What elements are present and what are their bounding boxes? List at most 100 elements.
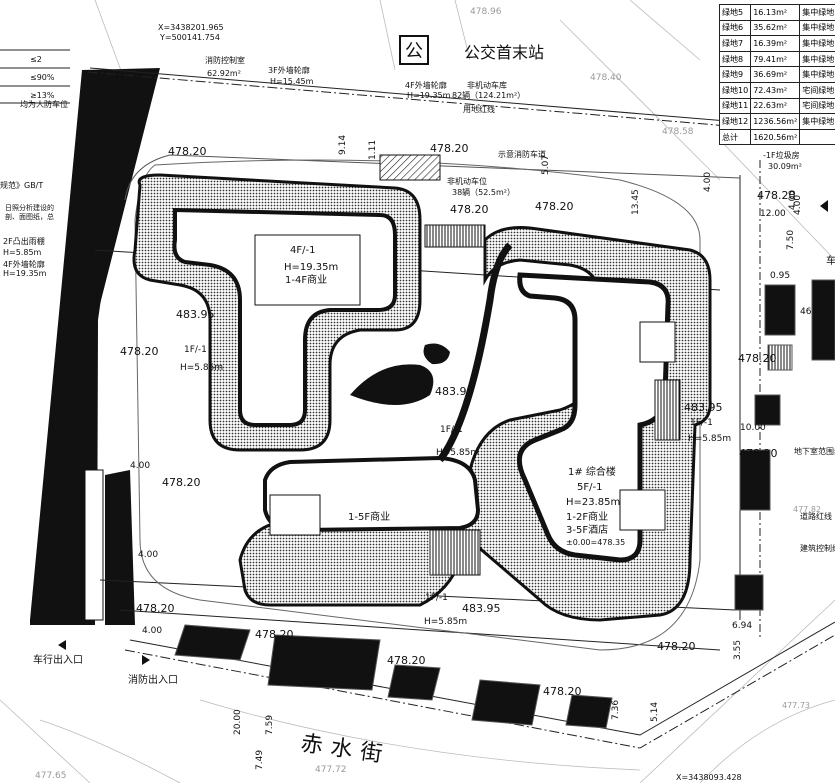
complex-height: H=23.85m [566, 497, 620, 508]
legend-type: 集中绿地 [799, 113, 835, 130]
dimension: 0.95 [770, 271, 790, 281]
coord-top-x: X=3438201.965 [158, 23, 224, 32]
b5-floors: 1F/-1 [425, 593, 448, 603]
h1935-left: H=19.35m [3, 269, 47, 278]
inner-box-b4 [639, 321, 676, 363]
land-line-label: 用地红线 [463, 104, 495, 114]
dimension: 4.00 [793, 195, 803, 215]
dimension: 7.59 [265, 715, 275, 735]
dimension: 4.00 [130, 461, 150, 471]
elevation-label: 478.20 [757, 189, 796, 202]
inner-box-b1 [254, 234, 361, 306]
legend-area: 35.62m² [750, 19, 801, 37]
legend-area: 16.39m² [750, 35, 801, 52]
legend-name: 绿地8 [718, 50, 752, 68]
inner-box-b2 [269, 494, 321, 536]
canopy-label: 2F凸出雨棚 [3, 236, 45, 246]
bus-station-icon [399, 35, 429, 65]
road-red-line-label: 道路红线 [800, 511, 832, 521]
complex-floors: 5F/-1 [577, 482, 602, 493]
b1-floors: 4F/-1 [290, 245, 315, 256]
outline4f-left-label: 4F外墙轮廓 [3, 259, 45, 269]
bus-station-icon-glyph: 公 [405, 41, 423, 62]
dimension: 7.50 [786, 230, 796, 250]
build-control-label: 建筑控制线 [800, 543, 835, 553]
b1-height: H=19.35m [284, 262, 338, 273]
street-name: 赤水街 [299, 731, 392, 768]
right-parking [734, 279, 835, 611]
fire-lane-label: 示意消防车道 [498, 149, 546, 159]
hatched-bridge-top [424, 224, 486, 248]
b3-floors: 1F/-1 [440, 425, 463, 435]
legend-type: 集中绿地 [799, 4, 835, 21]
hatched-strip-right [654, 379, 681, 441]
fire-room-label: 消防控制室 [205, 55, 245, 65]
outline3f-label: 3F外墙轮廓 [268, 65, 310, 75]
dimension: 3.55 [733, 640, 743, 660]
legend-name: 绿地9 [718, 66, 752, 83]
dimension: 9 [828, 309, 834, 319]
outline4f-label: 4F外墙轮廓 [405, 80, 447, 90]
legend-type: 宅间绿地 [799, 97, 835, 115]
basement-range-label: 地下室范围线 [794, 446, 835, 456]
dimension: 9.14 [338, 135, 348, 155]
elevation-label: 478.20 [255, 628, 294, 641]
elevation-label: 478.20 [162, 476, 201, 489]
b2-floors: 1F/-1 [184, 345, 207, 355]
terrain-level: 477.72 [315, 765, 347, 775]
dimension: 1.11 [368, 140, 378, 160]
left-note: ≥13% [30, 91, 55, 100]
dimension: 46 [800, 307, 812, 317]
legend-area: 79.41m² [750, 50, 801, 68]
terrain-level: 477.65 [35, 771, 67, 781]
dimension: 4.00 [138, 550, 158, 560]
legend-type: 集中绿地 [799, 66, 835, 83]
elevation-label: 478.20 [535, 200, 574, 213]
courtyard-island-1 [350, 364, 434, 405]
legend-name: 绿地10 [718, 81, 752, 99]
left-road-strip [30, 68, 160, 625]
legend-area: 16.13m² [750, 4, 801, 21]
legend-type [799, 128, 835, 146]
terrain-level: 478.96 [470, 7, 502, 17]
legend-name: 总计 [718, 128, 752, 146]
bike-spot-count: 38辆（52.5m²） [452, 187, 515, 197]
legend-area: 22.63m² [750, 97, 801, 115]
terrain-level: 477.73 [782, 701, 810, 710]
complex-use-2: 3-5F酒店 [566, 523, 608, 536]
legend-area: 72.43m² [750, 81, 801, 99]
bike-garage-label: 非机动车库 [467, 80, 507, 90]
dimension: 7.49 [255, 750, 265, 770]
dimension: 4.00 [142, 626, 162, 636]
bike-garage-count: 82辆（124.21m²） [452, 90, 525, 100]
dimension: 5.14 [650, 702, 660, 722]
bottom-parking [174, 624, 613, 729]
coord-top-y: Y=500141.754 [159, 33, 220, 42]
dimension: 20.00 [233, 709, 243, 735]
legend-area: 36.69m² [750, 66, 801, 83]
b4-floors: 1F/-1 [690, 418, 713, 428]
dimension: 6.94 [732, 621, 752, 631]
elevation-label: 478.20 [168, 145, 207, 158]
legend-name: 绿地12 [718, 113, 752, 130]
dimension: 13.45 [631, 189, 641, 215]
terrain-level: 477.82 [793, 505, 821, 514]
platform-level: 483.95 [176, 308, 215, 321]
bike-spot-label: 非机动车位 [447, 176, 487, 186]
legend-type: 集中绿地 [799, 19, 835, 37]
legend-area: 1620.56m² [750, 128, 801, 146]
legend-type: 宅间绿地 [799, 81, 835, 99]
inner-box-b3 [619, 489, 666, 531]
coord-bottom: X=3438093.428 [676, 773, 742, 782]
dimension: 4.50 [62, 585, 82, 595]
elevation-label: 478.20 [387, 654, 426, 667]
